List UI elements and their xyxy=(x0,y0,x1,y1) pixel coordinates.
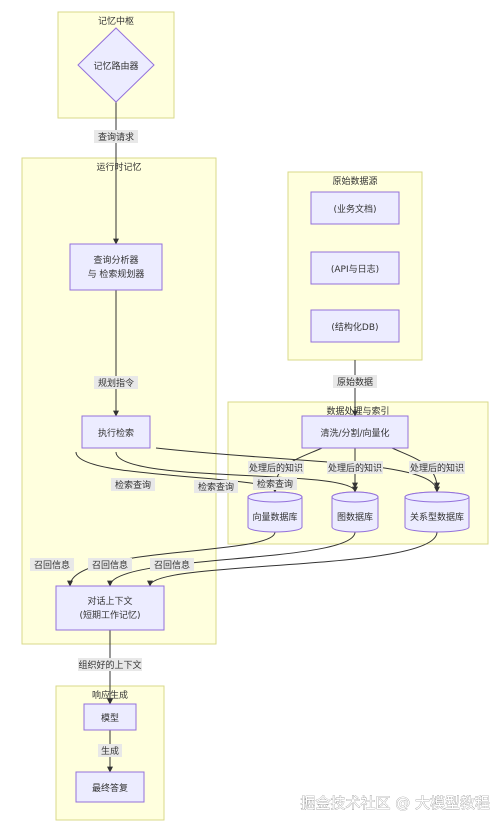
svg-text:记忆路由器: 记忆路由器 xyxy=(93,60,138,72)
edge-label-generate: 生成 xyxy=(98,744,122,757)
node-query-analyzer: 查询分析器 与 检索规划器 xyxy=(69,243,163,291)
svg-text:(API与日志): (API与日志) xyxy=(331,263,379,275)
svg-text:处理后的知识: 处理后的知识 xyxy=(328,462,382,474)
watermark-text: 掘金技术社区 @ 大模型教程 xyxy=(300,794,490,812)
cluster-memory-hub-title: 记忆中枢 xyxy=(98,15,134,27)
svg-text:查询分析器: 查询分析器 xyxy=(93,254,138,266)
node-graph-db: 图数据库 xyxy=(331,491,379,533)
svg-text:(短期工作记忆): (短期工作记忆) xyxy=(79,609,140,621)
svg-text:向量数据库: 向量数据库 xyxy=(252,511,297,523)
node-clean-split-vectorize: 清洗/分割/向量化 xyxy=(301,415,409,449)
svg-text:组织好的上下文: 组织好的上下文 xyxy=(78,659,141,671)
svg-text:(结构化DB): (结构化DB) xyxy=(331,321,378,333)
edge-label-raw-data: 原始数据 xyxy=(333,375,377,388)
svg-text:召回信息: 召回信息 xyxy=(92,559,128,571)
svg-text:检索查询: 检索查询 xyxy=(115,479,151,491)
edge-label-recall-3: 召回信息 xyxy=(150,558,194,571)
svg-text:生成: 生成 xyxy=(101,745,119,757)
cluster-runtime-memory-title: 运行时记忆 xyxy=(96,161,141,173)
node-execute-search: 执行检索 xyxy=(81,415,151,449)
edge-label-organized-context: 组织好的上下文 xyxy=(78,658,142,671)
svg-text:原始数据: 原始数据 xyxy=(337,376,373,388)
svg-text:检索查询: 检索查询 xyxy=(198,481,234,493)
node-vector-db: 向量数据库 xyxy=(247,491,303,533)
svg-text:规划指令: 规划指令 xyxy=(98,377,134,389)
node-model: 模型 xyxy=(83,703,137,731)
svg-text:最终答复: 最终答复 xyxy=(92,782,128,794)
svg-text:检索查询: 检索查询 xyxy=(257,478,293,490)
edge-label-search-query-3: 检索查询 xyxy=(253,477,297,490)
node-final-answer: 最终答复 xyxy=(75,771,145,803)
svg-text:(业务文档): (业务文档) xyxy=(333,203,376,215)
svg-text:关系型数据库: 关系型数据库 xyxy=(410,511,464,523)
svg-text:图数据库: 图数据库 xyxy=(337,511,373,523)
cluster-processing-index-title: 数据处理与索引 xyxy=(326,405,389,417)
edge-vector-context xyxy=(67,531,276,587)
svg-text:处理后的知识: 处理后的知识 xyxy=(410,462,464,474)
svg-text:与 检索规划器: 与 检索规划器 xyxy=(88,268,145,280)
edge-label-processed-1: 处理后的知识 xyxy=(248,461,304,474)
cluster-runtime-memory: 运行时记忆 xyxy=(21,157,217,645)
edge-exec-graph xyxy=(115,451,358,493)
svg-text:模型: 模型 xyxy=(101,713,119,724)
edge-labels: 查询请求 规划指令 检索查询 检索查询 检索查询 原始数据 处理后的知识 处理 xyxy=(30,130,465,757)
edge-label-search-query-1: 检索查询 xyxy=(111,478,155,491)
edge-label-processed-3: 处理后的知识 xyxy=(409,461,465,474)
svg-text:处理后的知识: 处理后的知识 xyxy=(249,462,303,474)
node-relational-db: 关系型数据库 xyxy=(404,491,470,533)
edge-label-search-query-2: 检索查询 xyxy=(194,480,238,493)
svg-text:召回信息: 召回信息 xyxy=(154,559,190,571)
node-api-logs: (API与日志) xyxy=(310,251,400,285)
node-biz-docs: (业务文档) xyxy=(310,191,400,225)
node-dialog-context: 对话上下文 (短期工作记忆) xyxy=(55,585,165,631)
edge-relational-context xyxy=(147,531,438,587)
cluster-raw-sources-title: 原始数据源 xyxy=(332,175,377,187)
svg-text:对话上下文: 对话上下文 xyxy=(87,595,132,607)
svg-text:执行检索: 执行检索 xyxy=(98,427,134,439)
edge-label-plan-cmd: 规划指令 xyxy=(94,376,138,389)
node-structured-db: (结构化DB) xyxy=(310,309,400,343)
edge-label-query-request: 查询请求 xyxy=(94,130,138,143)
svg-text:召回信息: 召回信息 xyxy=(34,559,70,571)
edge-graph-context xyxy=(107,531,356,587)
svg-text:清洗/分割/向量化: 清洗/分割/向量化 xyxy=(320,427,389,439)
svg-text:查询请求: 查询请求 xyxy=(98,131,134,143)
node-router: 记忆路由器 xyxy=(77,27,155,103)
edge-label-processed-2: 处理后的知识 xyxy=(327,461,383,474)
edge-label-recall-1: 召回信息 xyxy=(30,558,74,571)
edge-label-recall-2: 召回信息 xyxy=(88,558,132,571)
